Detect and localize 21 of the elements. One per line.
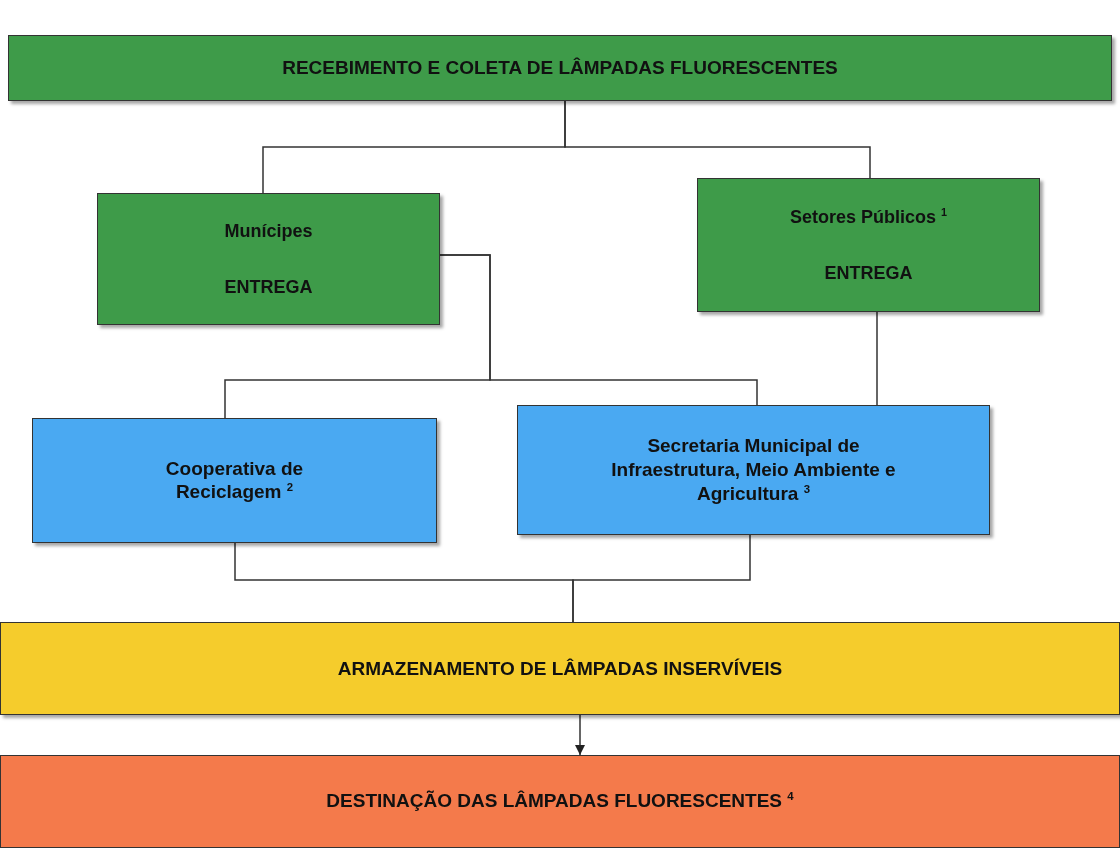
box-label: Secretaria Municipal de Infraestrutura, Meio Ambiente e Agricultura $^{3}$ — [610, 434, 897, 506]
process-box — [0, 755, 1120, 848]
process-box — [517, 405, 990, 535]
process-box — [697, 178, 1040, 312]
connector-line — [564, 100, 871, 179]
box-label: RECEBIMENTO E COLETA DE LÂMPADAS FLUORESCENTES — [282, 56, 838, 80]
process-box — [8, 35, 1112, 101]
connector-line — [876, 311, 878, 406]
process-box — [97, 193, 440, 325]
process-box — [32, 418, 437, 543]
connector-line — [439, 254, 758, 406]
box-label: ARMAZENAMENTO DE LÂMPADAS INSERVÍVEIS — [337, 656, 783, 681]
arrow — [574, 714, 586, 756]
box-label: Munícipes — [224, 219, 313, 242]
box-label: Cooperativa de Reciclagem $^{2}$ — [164, 456, 305, 505]
connector-line — [572, 534, 751, 623]
box-label: DESTINAÇÃO DAS LÂMPADAS FLUORESCENTES $^{4}$ — [326, 789, 794, 814]
box-label: ENTREGA — [824, 262, 913, 285]
process-box — [0, 622, 1120, 715]
box-label: ENTREGA — [224, 276, 313, 299]
box-label: Setores Públicos $^{1}$ — [789, 205, 948, 228]
